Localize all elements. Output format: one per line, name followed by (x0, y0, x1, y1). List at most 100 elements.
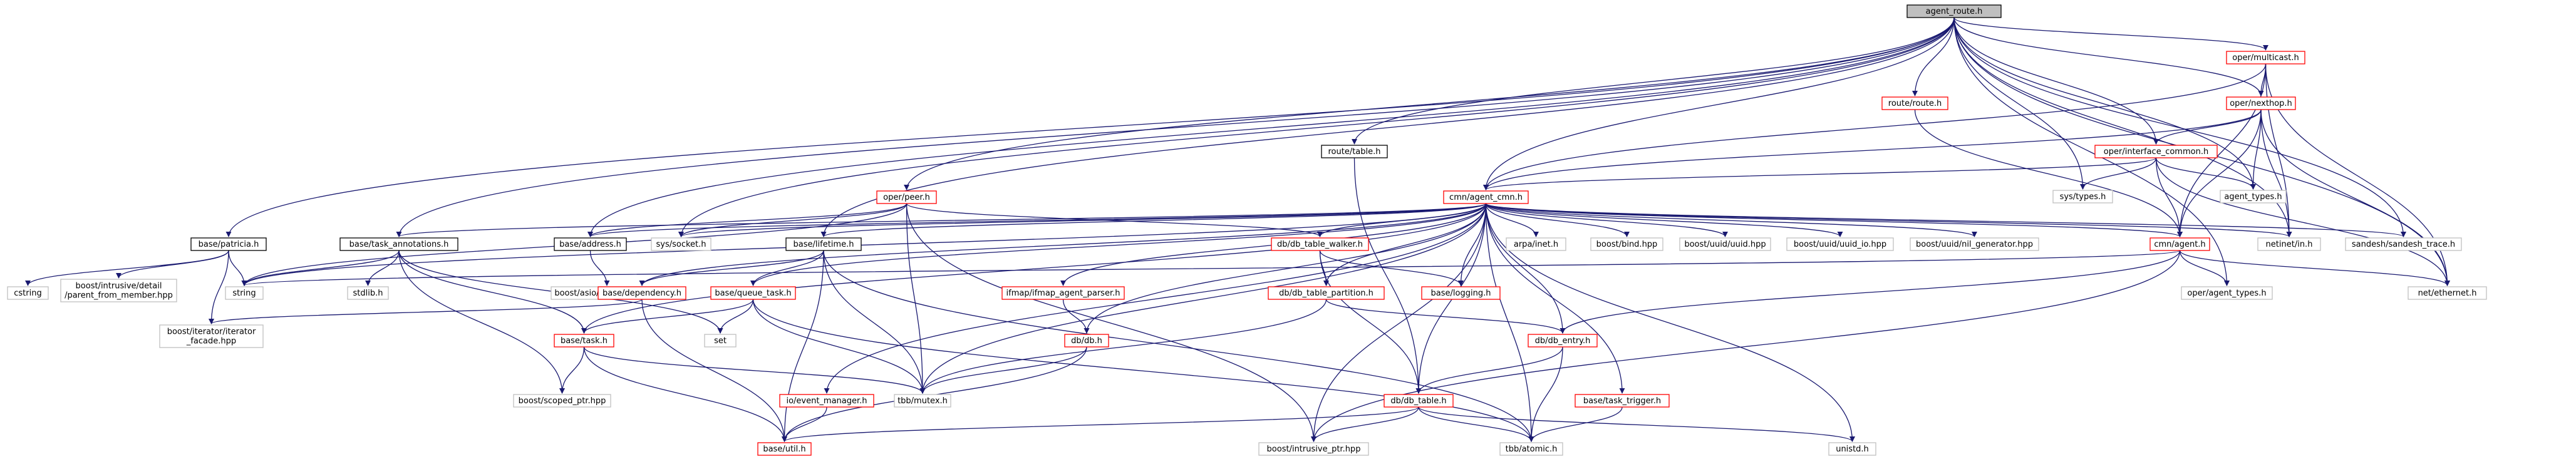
node-base-task-annotations[interactable]: base/task_annotations.h (339, 237, 458, 251)
edge-agent-route-to-sys-types (1953, 17, 2086, 190)
node-base-task[interactable]: base/task.h (554, 334, 614, 348)
node-agent-route[interactable]: agent_route.h (1906, 4, 2002, 18)
node-oper-nexthop[interactable]: oper/nexthop.h (2226, 96, 2296, 110)
node-boost-scoped-ptr: boost/scoped_ptr.hpp (513, 394, 611, 408)
node-box (597, 286, 686, 300)
node-db-table-partition[interactable]: db/db_table_partition.h (1268, 286, 1385, 300)
edge-oper-peer-to-tbb-mutex (906, 203, 926, 394)
node-cmn-agent[interactable]: cmn/agent.h (2149, 237, 2210, 251)
node-sandesh-trace: sandesh/sandesh_trace.h (2345, 237, 2462, 251)
node-label: db/db_table.h (1390, 396, 1446, 406)
edge-db-entry-to-tbb-atomic (1528, 346, 1563, 442)
node-box (1506, 237, 1566, 251)
node-oper-multicast[interactable]: oper/multicast.h (2226, 51, 2305, 64)
edge-oper-peer-to-boost-intrusive-ptr (906, 203, 1317, 442)
node-boost-uuid-io: boost/uuid/uuid_io.hpp (1786, 237, 1894, 251)
node-base-dependency[interactable]: base/dependency.h (597, 286, 686, 300)
node-base-logging[interactable]: base/logging.h (1421, 286, 1501, 300)
node-oper-interface-common[interactable]: oper/interface_common.h (2094, 145, 2218, 158)
node-route-route[interactable]: route/route.h (1881, 96, 1948, 110)
edge-cmn-agent-cmn-to-base-queue-task (750, 203, 1487, 286)
node-box (1384, 394, 1454, 408)
node-db-table[interactable]: db/db_table.h (1384, 394, 1454, 408)
node-label: boost/intrusive_ptr.hpp (1267, 445, 1361, 454)
node-box (2345, 237, 2462, 251)
edge-cmn-agent-to-db-entry (1560, 250, 2181, 334)
node-label: net/ethernet.h (2418, 289, 2477, 298)
edge-oper-multicast-to-cmn-agent-cmn (1483, 63, 2267, 190)
edge-cmn-agent-cmn-to-base-lifetime (820, 203, 1487, 237)
node-io-event-manager[interactable]: io/event_manager.h (779, 394, 874, 408)
edge-base-patricia-to-boost-parent-from-member (116, 250, 229, 279)
node-label: unistd.h (1836, 445, 1869, 454)
edge-cmn-agent-cmn-to-db-db (1084, 203, 1487, 334)
node-db-db[interactable]: db/db.h (1064, 334, 1109, 348)
node-base-queue-task[interactable]: base/queue_task.h (710, 286, 796, 300)
node-box (876, 190, 937, 204)
node-string: string (225, 286, 264, 300)
node-base-address[interactable]: base/address.h (554, 237, 627, 251)
node-set: set (704, 334, 737, 348)
node-box (651, 237, 711, 251)
node-label: /parent_from_member.hpp (65, 291, 173, 301)
edge-cmn-agent-cmn-to-base-task-trigger (1485, 203, 1625, 394)
node-label: db/db_table_partition.h (1279, 289, 1373, 298)
node-box (2408, 286, 2487, 300)
edge-db-db-to-tbb-mutex (919, 346, 1087, 394)
edge-oper-peer-to-base-address (587, 203, 908, 237)
edge-cmn-agent-cmn-to-tbb-mutex (919, 203, 1487, 394)
node-route-table[interactable]: route/table.h (1321, 145, 1388, 158)
node-box (554, 334, 614, 348)
edge-agent-route-to-route-route (1911, 17, 1955, 96)
edge-agent-route-to-sys-socket (678, 17, 1955, 237)
edge-cmn-agent-to-string (242, 250, 2181, 286)
node-label: tbb/atomic.h (1506, 445, 1558, 454)
node-label: oper/peer.h (883, 193, 930, 202)
node-label: db/db_entry.h (1535, 336, 1591, 346)
node-box (1575, 394, 1670, 408)
node-box (1321, 145, 1388, 158)
node-label: db/db_table_walker.h (1277, 240, 1363, 249)
edge-cmn-agent-cmn-to-db-table-partition (1323, 203, 1487, 286)
node-db-table-walker[interactable]: db/db_table_walker.h (1271, 237, 1369, 251)
edge-oper-nexthop-to-oper-interface-common (2153, 109, 2262, 145)
node-base-patricia[interactable]: base/patricia.h (190, 237, 267, 251)
node-box (1910, 237, 2039, 251)
edge-oper-nexthop-to-netinet-in (2260, 109, 2292, 237)
edge-cmn-agent-cmn-to-base-task-annotations (396, 203, 1487, 237)
node-db-entry[interactable]: db/db_entry.h (1528, 334, 1598, 348)
edge-base-patricia-to-string (228, 250, 247, 286)
edge-agent-route-to-netinet-in (1953, 17, 2292, 237)
node-label: oper/agent_types.h (2187, 289, 2266, 298)
edge-agent-route-to-agent-types (1953, 17, 2257, 190)
node-cmn-agent-cmn[interactable]: cmn/agent_cmn.h (1443, 190, 1529, 204)
edge-layer (25, 17, 2451, 442)
node-box (1786, 237, 1894, 251)
edge-cmn-agent-to-net-ethernet (2179, 250, 2450, 286)
node-ifmap-agent-parser[interactable]: ifmap/ifmap_agent_parser.h (1001, 286, 1125, 300)
node-base-util[interactable]: base/util.h (757, 442, 812, 456)
edge-base-task-to-boost-scoped-ptr (559, 346, 585, 394)
node-label: boost/uuid/uuid_io.hpp (1794, 240, 1886, 249)
edge-route-table-to-db-table (1353, 157, 1422, 394)
node-oper-peer[interactable]: oper/peer.h (876, 190, 937, 204)
node-label: boost/uuid/uuid.hpp (1684, 240, 1766, 249)
node-label: route/table.h (1328, 147, 1380, 157)
node-label: boost/iterator/iterator (167, 327, 256, 337)
node-label: db/db.h (1071, 336, 1102, 346)
node-label: oper/nexthop.h (2230, 99, 2292, 108)
node-box (2226, 96, 2296, 110)
node-label: io/event_manager.h (786, 396, 867, 406)
node-label: _facade.hpp (186, 337, 236, 346)
node-box (2220, 190, 2287, 204)
node-base-task-trigger[interactable]: base/task_trigger.h (1575, 394, 1670, 408)
node-base-lifetime[interactable]: base/lifetime.h (785, 237, 862, 251)
node-label: base/logging.h (1431, 289, 1491, 298)
edge-oper-interface-common-to-sys-types (2079, 157, 2157, 190)
edge-cmn-agent-cmn-to-boost-uuid-gen (1485, 203, 1977, 237)
node-label: base/dependency.h (603, 289, 681, 298)
node-stdlib: stdlib.h (347, 286, 389, 300)
edge-oper-nexthop-to-cmn-agent (2176, 109, 2262, 237)
edge-base-dependency-to-boost-iterator-facade (209, 299, 643, 324)
edge-cmn-agent-cmn-to-sys-socket (678, 203, 1487, 237)
